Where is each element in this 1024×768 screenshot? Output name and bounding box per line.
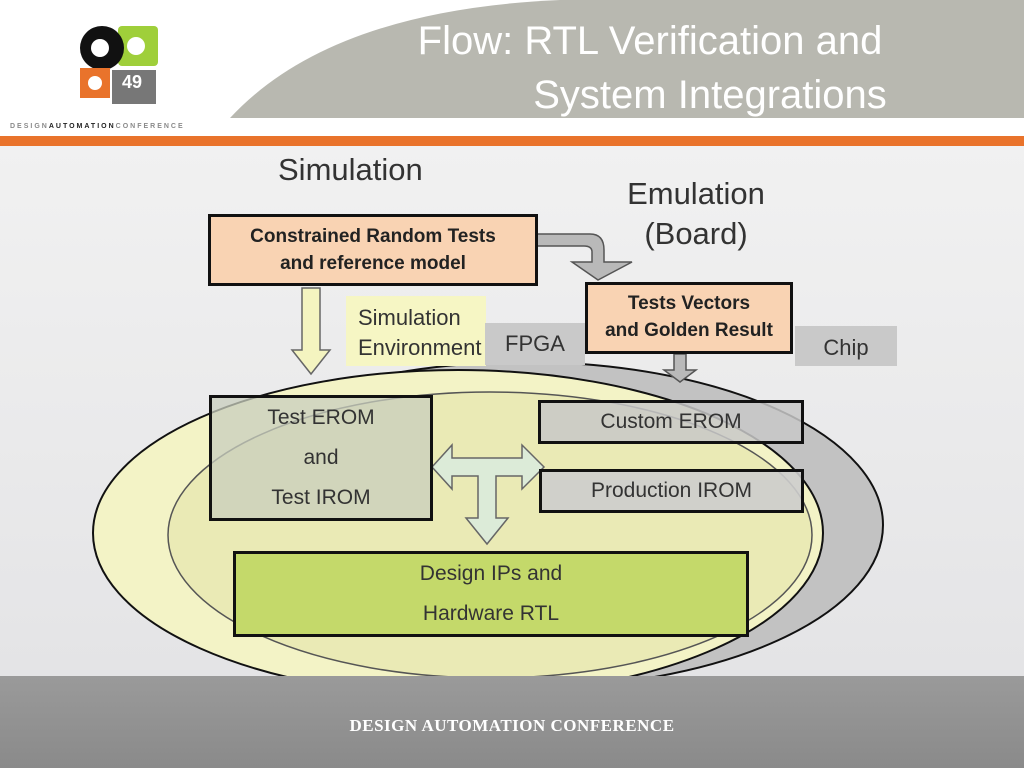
custom-erom-box: Custom EROM xyxy=(538,400,804,444)
footer-text: DESIGN AUTOMATION CONFERENCE xyxy=(349,716,675,735)
orange-accent-bar xyxy=(0,136,1024,146)
tests-vectors-line-1: Tests Vectors xyxy=(627,293,751,314)
emulation-line-2: (Board) xyxy=(644,216,748,251)
brand-strip: DESIGNAUTOMATIONCONFERENCE xyxy=(10,123,185,130)
test-erom-text: Test EROM xyxy=(267,406,375,429)
production-irom-box: Production IROM xyxy=(539,469,804,513)
constrained-random-tests-box: Constrained Random Tests and reference m… xyxy=(208,214,538,286)
sim-env-line-2: Environment xyxy=(358,335,482,360)
tests-vectors-line-2: and Golden Result xyxy=(605,320,773,341)
title-line-2: System Integrations xyxy=(533,73,887,117)
constrained-line-2: and reference model xyxy=(280,253,466,274)
chip-label: Chip xyxy=(795,326,897,366)
simulation-heading: Simulation xyxy=(278,152,423,187)
slide-title: Flow: RTL Verification and System Integr… xyxy=(330,14,970,122)
test-irom-text: Test IROM xyxy=(271,486,371,509)
constrained-line-1: Constrained Random Tests xyxy=(250,226,496,247)
brand-suffix: CONFERENCE xyxy=(115,123,185,130)
design-ips-box: Design IPs and Hardware RTL xyxy=(233,551,749,637)
logo-number: 49 xyxy=(121,72,143,92)
header-gray-arc xyxy=(230,0,1024,118)
tests-vectors-box: Tests Vectors and Golden Result xyxy=(585,282,793,354)
down-arrow-icon xyxy=(290,287,332,376)
emulation-line-1: Emulation xyxy=(627,176,765,211)
t-arrow-icon xyxy=(430,443,546,546)
curved-arrow-icon xyxy=(535,233,633,281)
design-ips-line-2: Hardware RTL xyxy=(422,602,560,625)
test-erom-irom-box: Test EROM and Test IROM xyxy=(209,395,433,521)
small-down-arrow-icon xyxy=(661,353,699,383)
simulation-environment-label: Simulation Environment xyxy=(346,296,486,366)
title-line-1: Flow: RTL Verification and xyxy=(417,19,883,63)
brand-prefix: DESIGN xyxy=(10,123,49,130)
footer-band xyxy=(0,676,1024,768)
fpga-label: FPGA xyxy=(485,323,585,365)
dac-logo xyxy=(80,26,158,104)
emulation-heading: Emulation (Board) xyxy=(610,174,782,254)
and-text: and xyxy=(303,446,339,469)
sim-env-line-1: Simulation xyxy=(358,305,461,330)
brand-bold: AUTOMATION xyxy=(48,123,116,130)
design-ips-line-1: Design IPs and xyxy=(419,562,563,585)
